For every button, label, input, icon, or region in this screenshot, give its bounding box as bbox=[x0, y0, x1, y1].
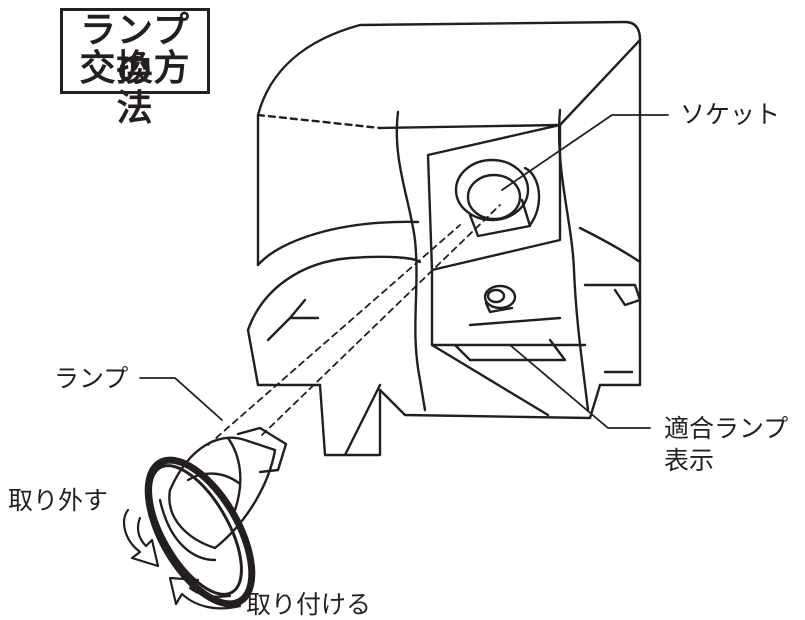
compatible-lamp-label-line2: 表示 bbox=[664, 446, 715, 475]
attach-label: 取り付ける bbox=[246, 590, 372, 619]
title-box: ランプの 交換方法 bbox=[60, 8, 210, 129]
screw-knob bbox=[483, 284, 517, 314]
compatible-lamp-label-line1: 適合ランプ bbox=[664, 414, 789, 443]
remove-arrow-icon bbox=[122, 508, 160, 568]
lamp bbox=[144, 426, 288, 608]
remove-label: 取り外す bbox=[8, 486, 109, 515]
rotation-arrows bbox=[122, 508, 242, 610]
leader-lines bbox=[139, 114, 669, 429]
socket bbox=[454, 158, 541, 238]
title-line-2: 交換方法 bbox=[79, 48, 191, 129]
projector-housing bbox=[246, 20, 642, 457]
alignment-guides bbox=[207, 204, 501, 446]
attach-arrow-icon bbox=[168, 576, 242, 610]
title-line-1: ランプの bbox=[80, 10, 190, 91]
socket-label: ソケット bbox=[680, 100, 781, 129]
lamp-label: ランプ bbox=[54, 364, 129, 393]
